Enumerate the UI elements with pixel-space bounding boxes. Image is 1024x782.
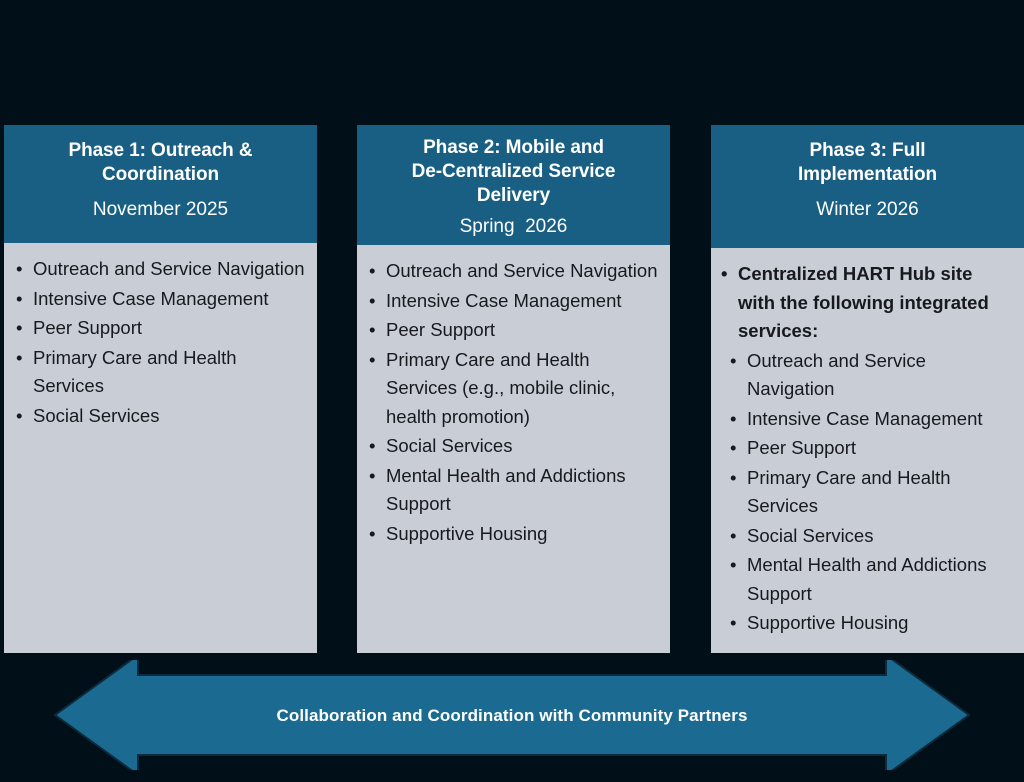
phase-card-2-body: • Outreach and Service Navigation • Intensi… — [357, 245, 670, 653]
bullet-icon: • — [730, 349, 737, 371]
list-item-label: Social Services — [33, 404, 160, 426]
list-item-label: Peer Support — [386, 319, 496, 340]
list-item: • Outreach and Service Navigation — [730, 347, 1014, 404]
bullet-icon: • — [369, 464, 376, 486]
list-item: • Social Services — [730, 522, 1014, 551]
bullet-icon: • — [730, 612, 737, 633]
phase-card-3-date: Winter 2026 — [816, 199, 919, 220]
list-item: • Outreach and Service Navigation — [369, 257, 660, 286]
list-item-label: Intensive Case Management — [747, 407, 983, 429]
bullet-icon: • — [369, 435, 376, 456]
list-item: • Peer Support — [730, 434, 1014, 463]
list-item-label: Outreach and Service Navigation — [386, 260, 658, 281]
bullet-icon: • — [730, 524, 737, 546]
list-item-label: Primary Care and Health Services — [747, 466, 951, 517]
phase-card-3[interactable]: Phase 3: Full Implementation Winter 2026… — [711, 125, 1024, 653]
bullet-icon: • — [730, 407, 737, 429]
bullet-icon: • — [721, 263, 728, 284]
list-item: • Supportive Housing — [369, 520, 660, 549]
phase-card-1[interactable]: Phase 1: Outreach & Coordination Novembe… — [4, 125, 317, 653]
bullet-icon: • — [369, 260, 376, 281]
bullet-icon: • — [369, 289, 376, 311]
phase-card-1-body: • Outreach and Service Navigation • Intensi… — [4, 243, 317, 653]
phase-card-1-header: Phase 1: Outreach & Coordination Novembe… — [4, 125, 317, 243]
phase-card-1-title: Phase 1: Outreach & Coordination — [68, 140, 253, 185]
list-item: • Social Services — [369, 432, 660, 461]
list-item: • Intensive Case Management — [730, 405, 1014, 434]
bullet-icon: • — [16, 258, 23, 279]
list-item-label: Social Services — [747, 524, 874, 546]
phase-card-3-body: •Centralized HART Hub site with the foll… — [711, 248, 1024, 653]
collaboration-arrow — [0, 660, 1024, 770]
list-item: • Peer Support — [369, 316, 660, 345]
bullet-icon: • — [16, 317, 23, 338]
bullet-icon: • — [16, 346, 23, 368]
list-item: • Social Services — [16, 402, 307, 431]
bullet-icon: • — [730, 466, 737, 488]
list-item-label: Primary Care and Health Services (e.g., … — [386, 348, 616, 427]
list-item: • Primary Care and Health Services (e.g.,… — [369, 346, 660, 432]
list-item-label: Peer Support — [747, 437, 857, 458]
list-item: • Primary Care and Health Services — [16, 344, 307, 401]
list-item-label: Peer Support — [33, 317, 143, 338]
phase-card-3-header: Phase 3: Full Implementation Winter 2026 — [711, 125, 1024, 248]
phase-card-3-title: Phase 3: Full Implementation — [797, 140, 937, 185]
list-item: • Centralized HART Hub site with the foll… — [721, 260, 1014, 346]
list-item-label: Supportive Housing — [747, 612, 909, 633]
double-headed-arrow-icon — [53, 660, 971, 770]
nested-list: • Outreach and Service Navigation • Intensi… — [721, 347, 1014, 638]
list-item: • Intensive Case Management — [369, 287, 660, 316]
list-item: • Mental Health and Addictions Support — [730, 551, 1014, 608]
phase-card-2-date: Spring 2026 — [459, 216, 568, 237]
list-item-label: Primary Care and Health Services — [33, 346, 237, 397]
phase-card-3-list: •Centralized HART Hub site with the foll… — [721, 260, 1014, 638]
phase-card-1-date: November 2025 — [92, 199, 229, 220]
phase-card-2-list: • Outreach and Service Navigation • Intensi… — [369, 257, 660, 548]
list-item-label: Supportive Housing — [386, 522, 548, 544]
phase-card-2[interactable]: Phase 2: Mobile and De-Centralized Servi… — [357, 125, 670, 653]
phase-card-1-list: • Outreach and Service Navigation • Intensi… — [16, 255, 307, 430]
list-item-label: Outreach and Service Navigation — [747, 349, 926, 400]
list-item: • Peer Support — [16, 314, 307, 343]
bullet-icon: • — [730, 554, 737, 575]
list-item-label: Outreach and Service Navigation — [33, 258, 305, 279]
list-item: • Intensive Case Management — [16, 285, 307, 314]
list-item: • Supportive Housing — [730, 609, 1014, 638]
bullet-icon: • — [730, 437, 737, 458]
list-item-label: Intensive Case Management — [386, 289, 622, 311]
list-item-label: Centralized HART Hub site with the follo… — [738, 263, 989, 341]
phase-card-2-title: Phase 2: Mobile and De-Centralized Servi… — [411, 137, 616, 206]
list-item: • Mental Health and Addictions Support — [369, 462, 660, 519]
bullet-icon: • — [369, 522, 376, 544]
bullet-icon: • — [369, 348, 376, 370]
bullet-icon: • — [16, 287, 23, 309]
list-item-label: Social Services — [386, 435, 513, 456]
bullet-icon: • — [369, 319, 376, 340]
list-item: • Primary Care and Health Services — [730, 464, 1014, 521]
list-item-label: Mental Health and Addictions Support — [747, 554, 987, 604]
list-item-label: Mental Health and Addictions Support — [386, 464, 626, 515]
bullet-icon: • — [16, 404, 23, 426]
list-item-label: Intensive Case Management — [33, 287, 269, 309]
list-item: • Outreach and Service Navigation — [16, 255, 307, 284]
phase-card-2-header: Phase 2: Mobile and De-Centralized Servi… — [357, 125, 670, 245]
